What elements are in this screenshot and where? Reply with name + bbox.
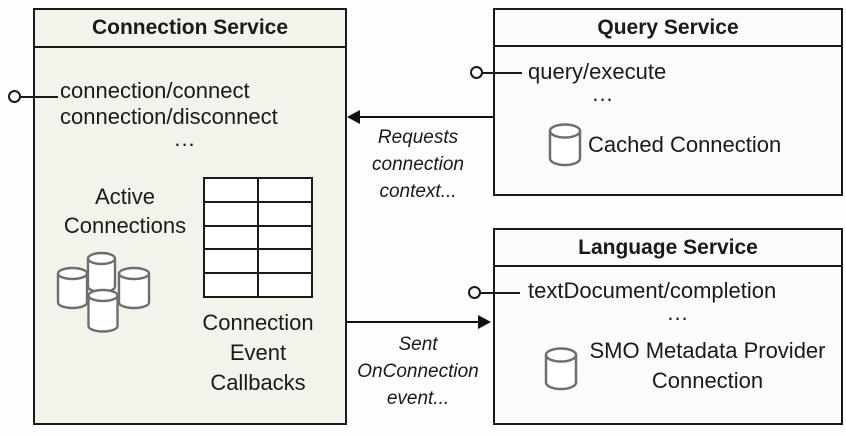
method-textdocument-completion: textDocument/completion: [528, 278, 777, 303]
table-cell: [204, 201, 258, 226]
query-service-methods: query/execute ...: [528, 59, 678, 106]
smo-connection-database-icon: [544, 347, 578, 391]
language-service-header: Language Service: [495, 230, 841, 267]
language-endpoint-line: [480, 292, 520, 294]
language-service-box: Language Service textDocument/completion…: [493, 228, 843, 425]
connection-service-methods: connection/connect connection/disconnect…: [60, 78, 310, 151]
requests-arrow-head-icon: [347, 110, 360, 124]
callback-table-icon: [203, 177, 313, 298]
table-cell: [258, 273, 312, 297]
cached-connection-database-icon: [548, 123, 582, 167]
callbacks-label: Connection Event Callbacks: [202, 310, 314, 395]
methods-ellipsis: ...: [174, 126, 196, 151]
method-connection-disconnect: connection/disconnect: [60, 104, 278, 129]
requests-arrow-label: Requests connection context...: [372, 127, 464, 202]
connection-service-box: Connection Service connection/connect co…: [33, 8, 347, 425]
query-endpoint-line: [482, 72, 522, 74]
methods-ellipsis: ...: [667, 300, 689, 325]
smo-connection-label: SMO Metadata Provider Connection: [589, 338, 826, 393]
connection-service-title: Connection Service: [91, 16, 289, 39]
table-cell: [204, 178, 258, 202]
table-cell: [204, 249, 258, 274]
active-connections-database-cluster-icon: [56, 251, 151, 333]
requests-arrow-line: [358, 116, 493, 118]
method-connection-connect: connection/connect: [60, 78, 250, 103]
sent-arrow-head-icon: [478, 315, 491, 329]
table-cell: [258, 249, 312, 274]
methods-ellipsis: ...: [592, 81, 614, 106]
sent-arrow-label: Sent OnConnection event...: [357, 334, 479, 409]
query-service-title: Query Service: [597, 15, 739, 39]
sent-arrow-line: [347, 321, 479, 323]
active-connections-label: Active Connections: [63, 184, 187, 238]
method-query-execute: query/execute: [528, 59, 667, 84]
table-cell: [204, 273, 258, 297]
table-cell: [258, 178, 312, 202]
language-service-title: Language Service: [578, 235, 758, 259]
table-cell: [204, 225, 258, 250]
query-service-header: Query Service: [495, 10, 841, 47]
connection-service-header: Connection Service: [35, 10, 345, 48]
query-service-box: Query Service query/execute ... Cached C…: [493, 8, 843, 196]
connection-endpoint-line: [20, 96, 58, 98]
language-service-methods: textDocument/completion ...: [528, 278, 828, 325]
cached-connection-label: Cached Connection: [588, 132, 782, 157]
table-cell: [258, 225, 312, 250]
table-cell: [258, 201, 312, 226]
